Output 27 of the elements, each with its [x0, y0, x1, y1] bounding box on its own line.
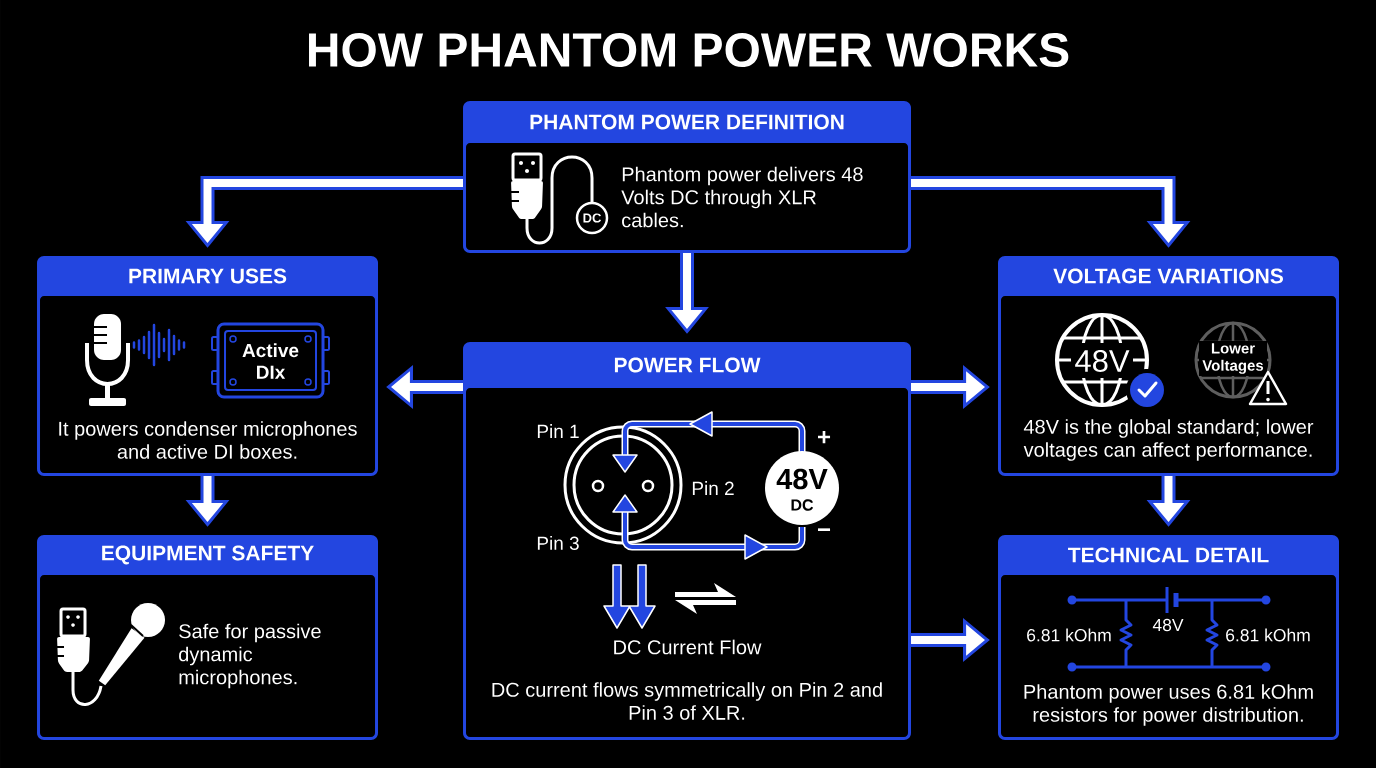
dc-badge: DC — [575, 201, 609, 235]
device-label: Active DIx — [242, 343, 299, 379]
panel-text: It powers condenser microphones and active DI boxes. — [59, 421, 357, 459]
polarity-sign: − — [818, 528, 831, 531]
resistor-label: 6.81 kOhm — [1027, 628, 1111, 642]
panel-heading: VOLTAGE VARIATIONS — [1053, 268, 1283, 284]
globe-label: 48V — [1075, 350, 1130, 372]
panel-heading: PHANTOM POWER DEFINITION — [530, 114, 844, 130]
panel-text: Safe for passive dynamic microphones. — [179, 623, 321, 689]
panel-heading: EQUIPMENT SAFETY — [102, 545, 314, 565]
panel-heading: TECHNICAL DETAIL — [1068, 547, 1269, 563]
panel-text: Phantom power uses 6.81 kOhm resistors for power distribution. — [1024, 684, 1313, 726]
panel-text: Phantom power delivers 48 Volts DC through XLR cables. — [621, 166, 863, 228]
pin-label: Pin 3 — [537, 536, 579, 550]
panel-text: DC current flows symmetrically on Pin 2 and Pin 3 of XLR. — [492, 682, 882, 720]
voltage-label: 48V — [1152, 618, 1184, 632]
pin-label: Pin 1 — [537, 424, 579, 438]
voltage-badge: 48V DC — [765, 451, 839, 525]
globe-label: Lower Voltages — [1202, 343, 1264, 374]
diagram-caption: DC Current Flow — [614, 639, 762, 655]
pin-label: Pin 2 — [692, 481, 734, 495]
polarity-sign: + — [818, 430, 831, 444]
resistor-label: 6.81 kOhm — [1226, 628, 1310, 642]
panel-heading: POWER FLOW — [614, 357, 761, 373]
title: HOW PHANTOM POWER WORKS — [309, 33, 1069, 67]
panel-text: 48V is the global standard; lower voltages can affect performance. — [1023, 419, 1314, 461]
panel-heading: PRIMARY USES — [129, 268, 287, 284]
